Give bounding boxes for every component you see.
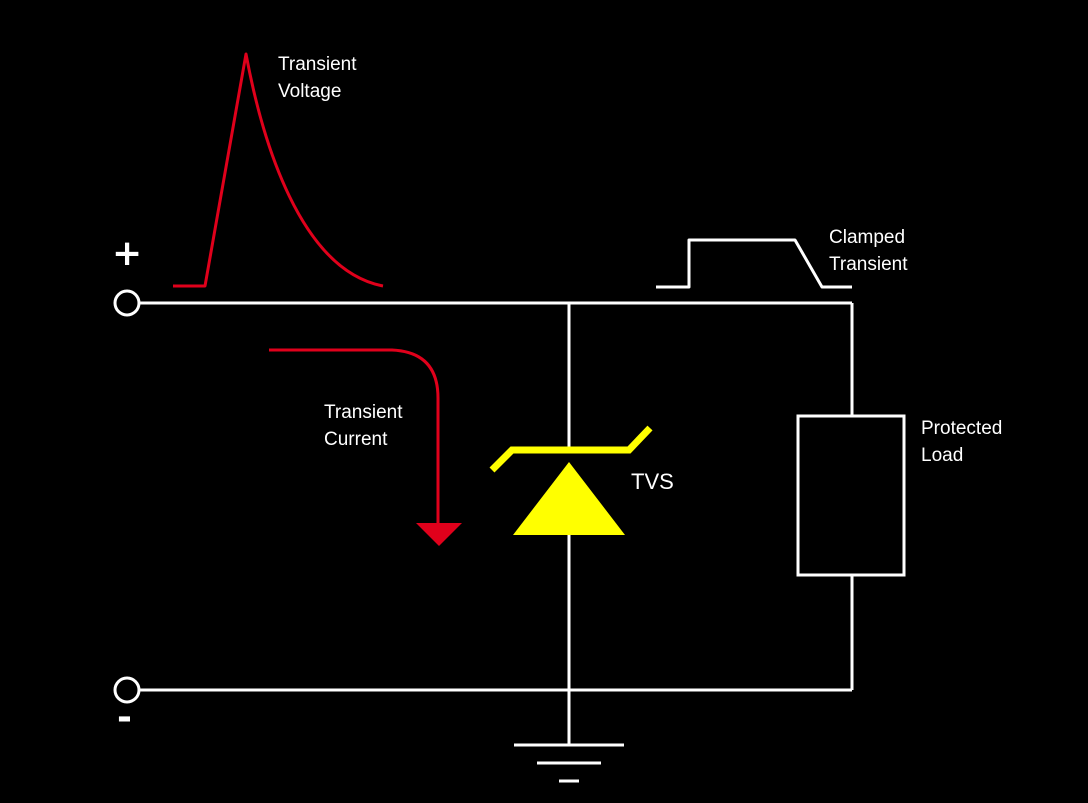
positive-terminal-icon — [113, 289, 141, 317]
transient-current-label-line-2: Current — [324, 429, 388, 450]
clamped-transient-waveform-icon — [656, 238, 852, 289]
resistor-icon — [796, 414, 906, 577]
clamped-transient-label: Clamped Transient — [829, 224, 908, 278]
transient-current-label-line-1: Transient — [324, 402, 403, 423]
transient-voltage-label: Transient Voltage — [278, 51, 357, 105]
protected-load-label-line-1: Protected — [921, 418, 1003, 439]
transient-current-arrow-icon — [269, 348, 462, 546]
transient-voltage-label-line-1: Transient — [278, 54, 357, 75]
protected-load-label-line-2: Load — [921, 445, 964, 466]
negative-terminal-icon — [113, 676, 141, 704]
transient-voltage-waveform-icon — [173, 52, 384, 288]
transient-current-label: Transient Current — [324, 399, 403, 453]
ground-icon — [514, 743, 624, 783]
negative-terminal-symbol: - — [117, 697, 132, 738]
clamped-transient-label-line-2: Transient — [829, 254, 908, 275]
tvs-diode-icon — [489, 425, 653, 535]
clamped-transient-label-line-1: Clamped — [829, 227, 906, 248]
circuit-wires — [140, 301, 854, 745]
positive-terminal-symbol: + — [112, 233, 143, 274]
protected-load-label: Protected Load — [921, 415, 1002, 469]
tvs-label: TVS — [631, 469, 674, 494]
transient-voltage-label-line-2: Voltage — [278, 81, 342, 102]
